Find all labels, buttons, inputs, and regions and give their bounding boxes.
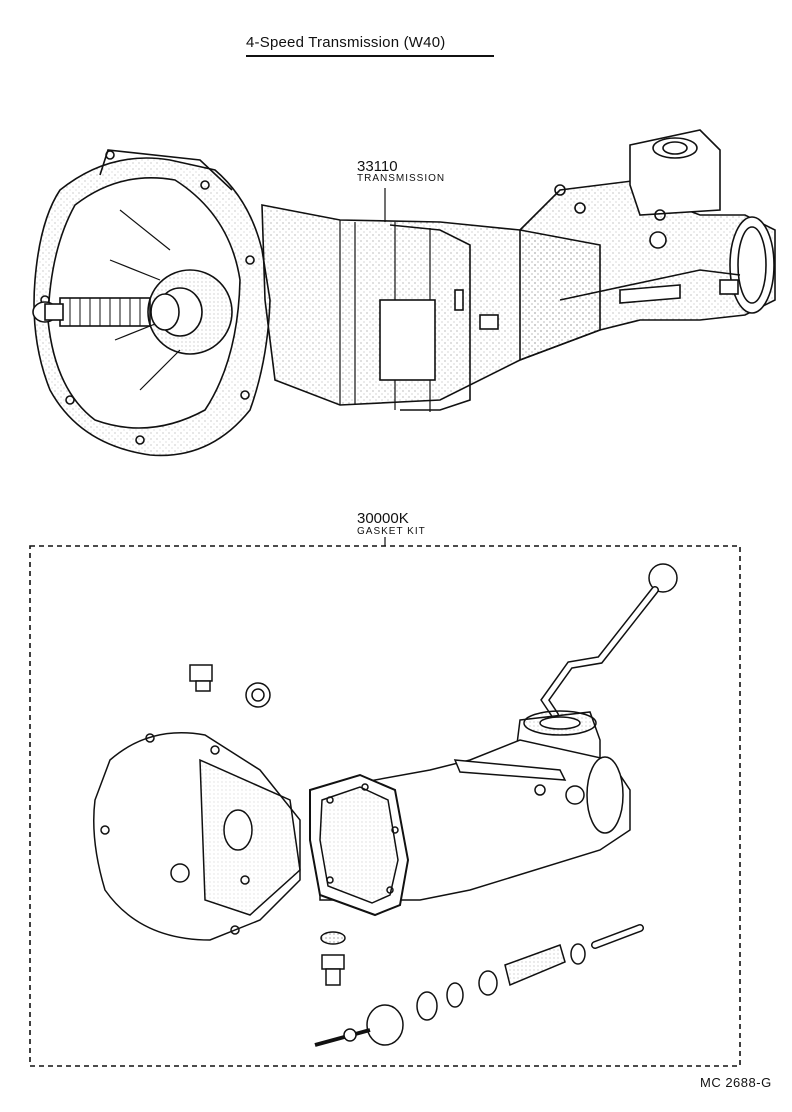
speedometer-pin — [591, 924, 644, 949]
speedometer-sleeve — [504, 944, 566, 987]
drain-plug-top — [189, 664, 213, 692]
diagram-title: 4-Speed Transmission (W40) — [246, 34, 446, 51]
drawing-code: MC 2688-G — [700, 1075, 772, 1090]
transmission-case — [261, 204, 601, 412]
fill-plug — [321, 954, 345, 986]
shift-rod-seal-set — [416, 943, 586, 1021]
gasket-kit-part-name: GASKET KIT — [357, 526, 426, 537]
assembled-transmission — [32, 129, 776, 457]
washer-top — [245, 682, 271, 708]
washer-bottom — [320, 931, 346, 945]
speedometer-driven-gear — [314, 1004, 404, 1047]
transmission-part-name: TRANSMISSION — [357, 173, 446, 184]
shift-lever — [540, 563, 678, 719]
extension-housing — [519, 129, 776, 362]
transmission-part-number: 33110 — [357, 158, 398, 175]
input-shaft — [32, 269, 233, 355]
title-underline — [246, 55, 494, 57]
exploded-bell-housing — [93, 732, 301, 941]
gasket-kit-part-number: 30000K — [357, 510, 409, 527]
gasket-kit-frame — [29, 537, 741, 1067]
exploded-transmission — [93, 563, 678, 1047]
intermediate-gasket — [309, 773, 410, 917]
